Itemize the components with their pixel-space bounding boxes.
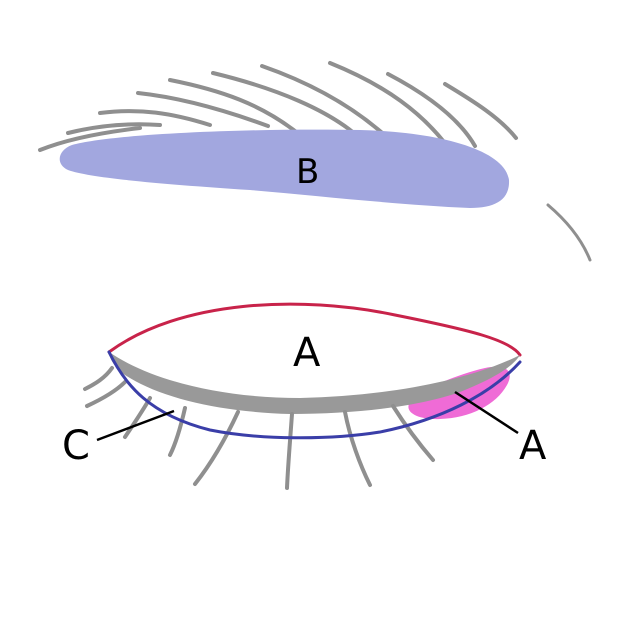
- label-brow-b: B: [296, 152, 319, 192]
- eyebrow-hair: [98, 109, 212, 127]
- eyebrow-hair: [66, 122, 162, 135]
- lower-lashes: [83, 366, 435, 490]
- upper-lid-crease-curve: [107, 302, 522, 357]
- eyelash: [343, 410, 372, 487]
- eyebrow-hair: [443, 82, 518, 140]
- eyebrow-hairs: [38, 61, 592, 262]
- eyebrow-hair: [38, 126, 142, 152]
- eyelash: [391, 404, 435, 462]
- eyebrow-hair: [386, 72, 477, 148]
- lash-line: [109, 352, 520, 414]
- eyelash: [83, 366, 114, 391]
- eyelash: [193, 410, 240, 486]
- eyelash: [285, 412, 294, 490]
- leader-line-a-corner: [454, 390, 519, 435]
- eyelash: [85, 380, 127, 408]
- eyebrow-hair: [168, 78, 302, 137]
- eyelash: [168, 406, 187, 457]
- label-eyelid-a: A: [293, 330, 321, 376]
- label-lash-line-c: C: [62, 423, 90, 469]
- lower-lid-curve: [107, 350, 522, 440]
- label-inner-corner-a: A: [519, 423, 547, 469]
- brow-highlight-region: [59, 129, 510, 208]
- leader-line-c: [96, 409, 175, 442]
- eyebrow-hair: [136, 91, 270, 128]
- brow-bone-line: [546, 203, 592, 262]
- eyelash: [123, 396, 152, 439]
